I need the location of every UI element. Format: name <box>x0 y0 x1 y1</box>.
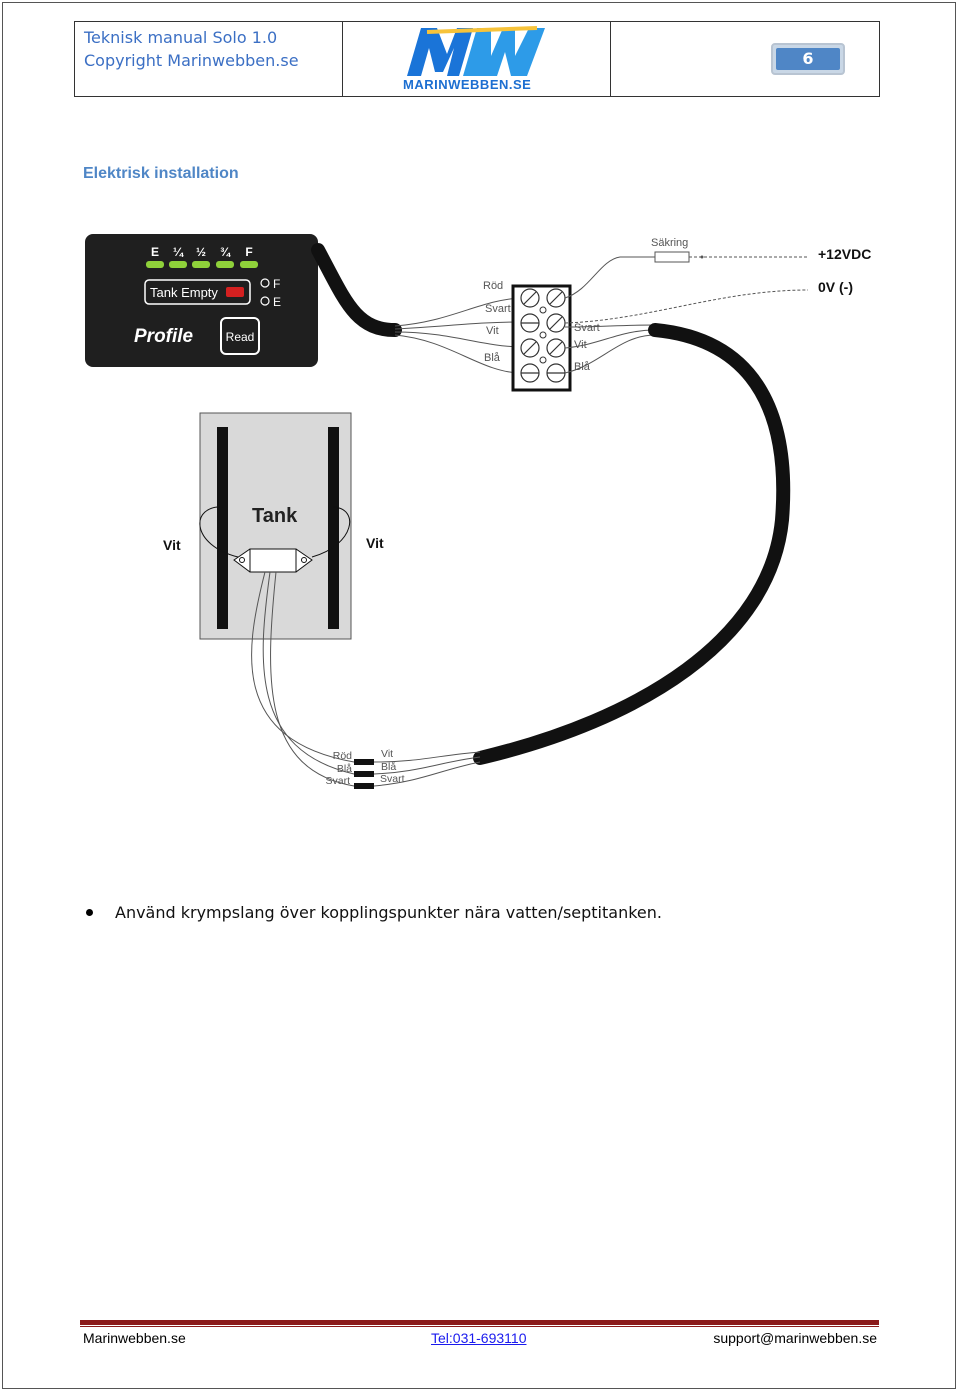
indicator-f-label: F <box>273 277 280 291</box>
terminal-holes <box>539 306 547 364</box>
read-button <box>220 317 260 355</box>
joint-left-bla: Blå <box>337 763 352 775</box>
level-label-three-quarter: ¾ <box>220 245 231 259</box>
tank-label: Tank <box>252 505 298 527</box>
indicator-f-icon <box>260 278 270 288</box>
led-quarter-icon <box>169 261 187 268</box>
terminal-left-bla: Blå <box>484 352 501 364</box>
led-half-icon <box>192 261 210 268</box>
tank-electrode-left <box>217 427 228 629</box>
wire-dot-icon <box>700 255 704 259</box>
read-button-label: Read <box>226 330 255 344</box>
logo-text: MARINWEBBEN.SE <box>403 77 532 92</box>
profile-brand: Profile <box>134 326 194 347</box>
panel-cable <box>311 243 402 337</box>
power-positive-label: +12VDC <box>818 246 871 262</box>
page-number-badge: 6 <box>771 43 845 75</box>
fuse-icon <box>654 251 690 263</box>
bullet-text: Använd krympslang över kopplingspunkter … <box>115 903 662 922</box>
sensor-side-wires <box>564 324 656 374</box>
joint-right-vit: Vit <box>381 748 393 760</box>
footer-phone-link[interactable]: Tel:031-693110 <box>431 1330 527 1346</box>
terminal-left-vit: Vit <box>486 325 499 337</box>
led-three-quarter-icon <box>216 261 234 268</box>
sensor-connector-body <box>249 548 297 573</box>
marinwebben-logo-icon <box>407 26 545 76</box>
bullet-item: Använd krympslang över kopplingspunkter … <box>83 903 662 922</box>
level-label-e: E <box>151 245 159 259</box>
terminal-right-svart: Svart <box>574 322 600 334</box>
page-number: 6 <box>776 48 840 70</box>
tank-empty-label: Tank Empty <box>150 285 218 300</box>
power-negative-wire <box>564 289 809 324</box>
tank-empty-frame <box>144 279 251 305</box>
fuse-wire <box>564 256 655 299</box>
tank-vit-wire-left <box>199 506 239 558</box>
led-e-icon <box>146 261 164 268</box>
joint-right-svart: Svart <box>380 773 405 785</box>
joint-sleeves <box>354 759 374 789</box>
footer-email: support@marinwebben.se <box>713 1330 877 1346</box>
indicator-e-label: E <box>273 295 281 309</box>
header-page-cell: 6 <box>611 22 879 96</box>
joint-right-bla: Blå <box>381 761 396 773</box>
page-header: Teknisk manual Solo 1.0 Copyright Marinw… <box>74 21 880 97</box>
header-logo-cell: MARINWEBBEN.SE <box>343 22 611 96</box>
footer-rule <box>80 1320 879 1325</box>
section-title: Elektrisk installation <box>83 165 239 182</box>
tank-vit-right-label: Vit <box>366 535 384 551</box>
connector-hole-right-icon <box>301 557 307 563</box>
terminal-right-vit: Vit <box>574 339 587 351</box>
tank-vit-left-label: Vit <box>163 537 181 553</box>
bullet-dot-icon <box>86 909 93 916</box>
level-label-half: ½ <box>196 245 206 259</box>
fuse-label: Säkring <box>651 237 688 249</box>
tank-empty-led-icon <box>226 287 244 297</box>
wiring-diagram: E ¼ ½ ¾ F Tank Empty F E Profile Read <box>85 234 871 789</box>
tank-vit-wire-right <box>311 506 350 558</box>
manual-title: Teknisk manual Solo 1.0 <box>84 28 278 47</box>
sensor-cable <box>473 323 791 765</box>
level-label-f: F <box>245 245 252 259</box>
power-negative-label: 0V (-) <box>818 279 853 295</box>
led-f-icon <box>240 261 258 268</box>
footer-website: Marinwebben.se <box>83 1330 186 1346</box>
joint-to-cable-wires <box>373 751 481 787</box>
copyright-text: Copyright Marinwebben.se <box>84 51 299 70</box>
indicator-e-icon <box>260 296 270 306</box>
joint-left-svart: Svart <box>325 775 350 787</box>
panel-wires <box>394 297 521 374</box>
level-label-quarter: ¼ <box>173 245 184 259</box>
tank-lead-wires <box>251 571 355 787</box>
tank-electrode-right <box>328 427 339 629</box>
terminal-left-rod: Röd <box>483 280 503 292</box>
header-title-cell: Teknisk manual Solo 1.0 Copyright Marinw… <box>75 22 343 96</box>
joint-left-rod: Röd <box>333 750 352 762</box>
footer-rule-thin <box>80 1326 879 1327</box>
terminal-left-svart: Svart <box>485 303 511 315</box>
terminal-slots <box>521 291 565 374</box>
connector-hole-left-icon <box>239 557 245 563</box>
